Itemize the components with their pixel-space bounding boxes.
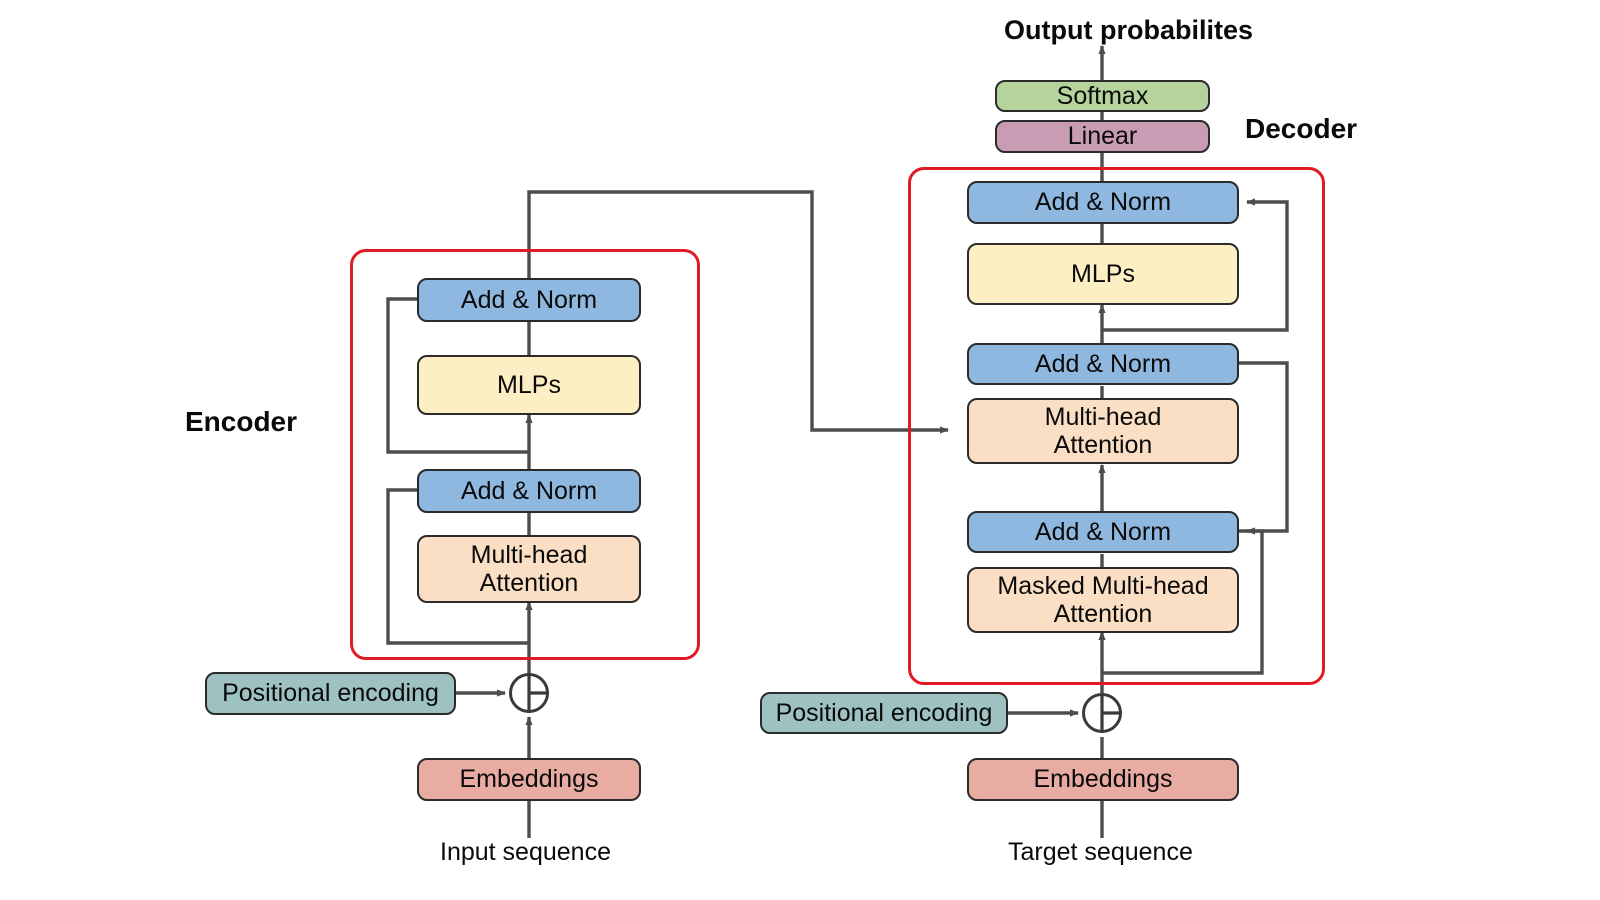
encoder-sum-operator — [509, 673, 549, 713]
decoder-label: Decoder — [1245, 113, 1358, 144]
decoder-mlps[interactable]: MLPs — [967, 243, 1239, 305]
encoder-group-outline — [350, 249, 700, 660]
decoder-embeddings[interactable]: Embeddings — [967, 758, 1239, 801]
decoder-add-norm-2[interactable]: Add & Norm — [967, 343, 1239, 385]
output-probabilities-label: Output probabilites — [1004, 15, 1253, 45]
decoder-add-norm-3[interactable]: Add & Norm — [967, 181, 1239, 224]
decoder-cross-attention[interactable]: Multi-head Attention — [967, 398, 1239, 464]
encoder-label: Encoder — [185, 406, 298, 437]
target-sequence-caption: Target sequence — [1008, 838, 1193, 866]
encoder-multi-head-attention[interactable]: Multi-head Attention — [417, 535, 641, 603]
decoder-sum-operator — [1082, 693, 1122, 733]
encoder-add-norm-1[interactable]: Add & Norm — [417, 469, 641, 513]
input-sequence-caption: Input sequence — [440, 838, 611, 866]
encoder-positional-encoding[interactable]: Positional encoding — [205, 672, 456, 715]
encoder-add-norm-2[interactable]: Add & Norm — [417, 278, 641, 322]
decoder-positional-encoding[interactable]: Positional encoding — [760, 692, 1008, 734]
decoder-add-norm-1[interactable]: Add & Norm — [967, 511, 1239, 553]
encoder-mlps[interactable]: MLPs — [417, 355, 641, 415]
encoder-embeddings[interactable]: Embeddings — [417, 758, 641, 801]
linear-block[interactable]: Linear — [995, 120, 1210, 153]
decoder-masked-attention[interactable]: Masked Multi-head Attention — [967, 567, 1239, 633]
softmax-block[interactable]: Softmax — [995, 80, 1210, 112]
